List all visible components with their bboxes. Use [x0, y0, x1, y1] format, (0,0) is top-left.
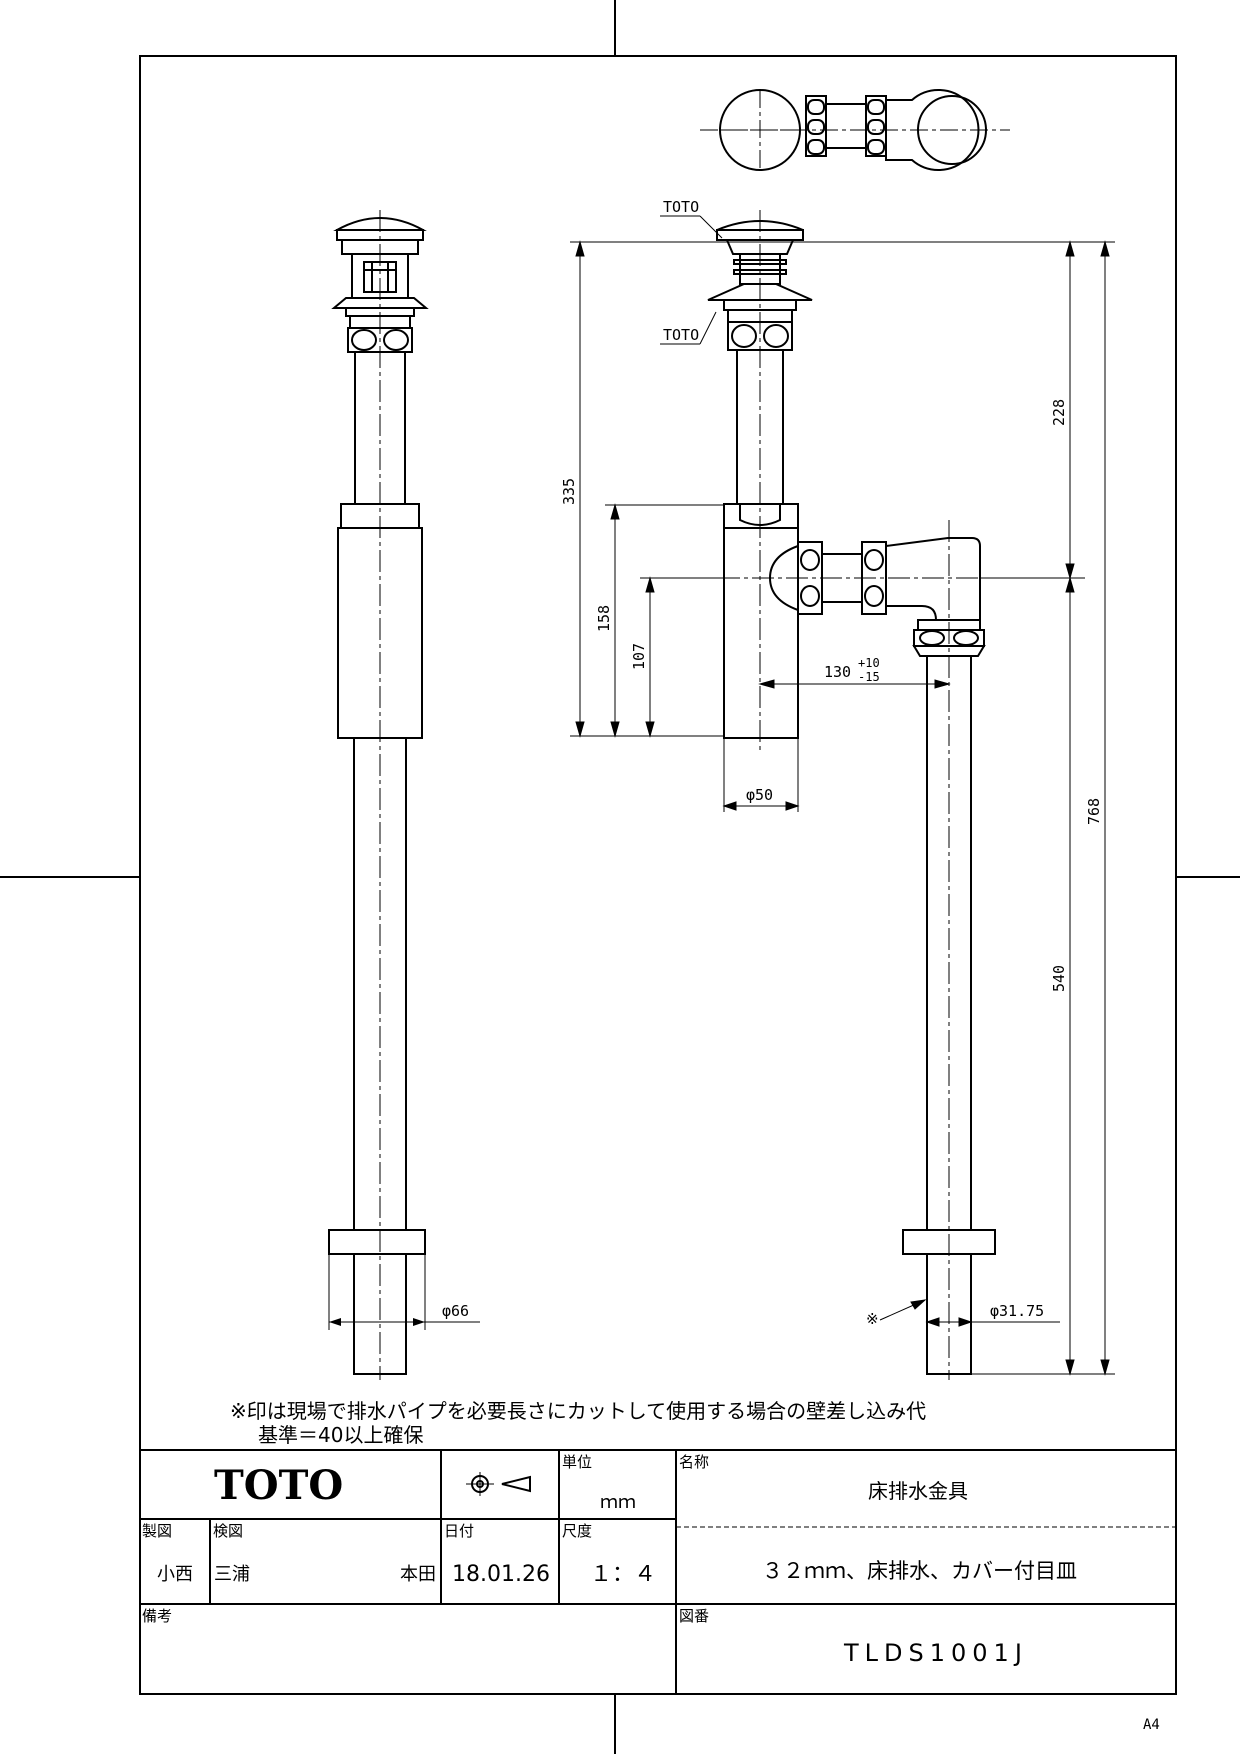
remarks-label: 備考: [142, 1607, 172, 1625]
unit-label: 単位: [562, 1453, 592, 1471]
note: ※印は現場で排水パイプを必要長さにカットして使用する場合の壁差し込み代 基準＝4…: [230, 1399, 926, 1447]
approved-value: 本田: [400, 1564, 436, 1585]
dim-130: 130: [824, 663, 851, 681]
unit-value: ｍｍ: [600, 1492, 636, 1513]
dim-540: 540: [1050, 965, 1068, 992]
note-line-2: 基準＝40以上確保: [258, 1423, 423, 1447]
top-view: [700, 89, 1010, 171]
drawing-no-value: TLDS1001J: [843, 1639, 1028, 1667]
dim-107: 107: [630, 643, 648, 670]
dim-228: 228: [1050, 399, 1068, 426]
paper-size: A4: [1143, 1717, 1160, 1733]
date-label: 日付: [444, 1522, 474, 1540]
dim-130-tol-plus: +10: [858, 656, 880, 670]
name-label: 名称: [679, 1453, 709, 1471]
label-toto-cap: TOTO: [663, 198, 699, 216]
front-view: [650, 210, 1080, 1380]
dim-phi50: φ50: [746, 786, 773, 804]
description: ３２ｍｍ、床排水、カバー付目皿: [762, 1559, 1077, 1583]
dimension-lines: [570, 215, 1115, 1376]
dim-phi31-75: φ31.75: [990, 1302, 1044, 1320]
title-block-texts: TOTO 単位 ｍｍ 名称 床排水金具 製図 小西 検図 三浦 本田 日付 18…: [142, 1453, 1160, 1733]
name-value: 床排水金具: [868, 1479, 968, 1503]
drawing-no-label: 図番: [679, 1607, 709, 1625]
title-block: [140, 1449, 1176, 1694]
dim-768: 768: [1085, 798, 1103, 825]
drawn-value: 小西: [157, 1564, 193, 1585]
dimension-texts: TOTO TOTO 335 158 107 228 540 768 130 +1…: [442, 198, 1103, 1328]
date-value: 18.01.26: [452, 1562, 550, 1587]
scale-value: １：４: [590, 1562, 656, 1587]
checked-label: 検図: [213, 1522, 243, 1540]
dim-335: 335: [560, 478, 578, 505]
scale-label: 尺度: [562, 1522, 592, 1540]
note-line-1: ※印は現場で排水パイプを必要長さにカットして使用する場合の壁差し込み代: [230, 1399, 926, 1423]
dim-phi66: φ66: [442, 1302, 469, 1320]
toto-logo: TOTO: [214, 1462, 343, 1509]
label-toto-flange: TOTO: [663, 326, 699, 344]
checked-value: 三浦: [214, 1564, 250, 1585]
side-view: [328, 210, 480, 1380]
drawn-label: 製図: [142, 1522, 172, 1540]
dim-158: 158: [595, 605, 613, 632]
dim-130-tol-minus: -15: [858, 670, 880, 684]
asterisk-mark: ※: [866, 1310, 879, 1328]
